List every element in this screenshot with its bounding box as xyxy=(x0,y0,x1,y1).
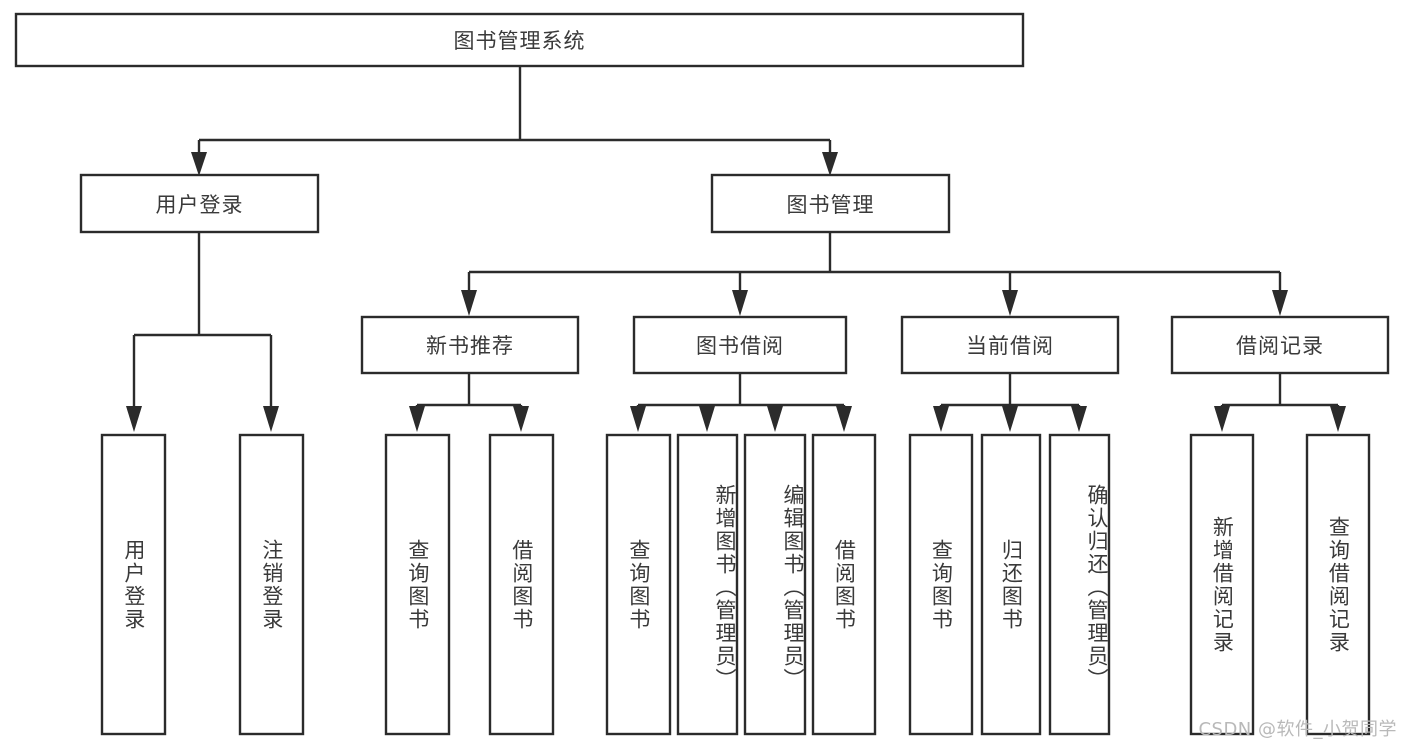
node-leaf-user-login[interactable] xyxy=(100,433,167,736)
node-book-management[interactable] xyxy=(710,173,951,234)
arrowhead-borrow-c2 xyxy=(699,406,715,432)
arrowhead-userlogin-child1 xyxy=(126,406,142,432)
arrowhead-record-c1 xyxy=(1214,406,1230,432)
arrowhead-userlogin xyxy=(191,152,207,176)
node-leaf-query-borrow-record[interactable] xyxy=(1305,433,1371,736)
node-leaf-add-book-admin[interactable] xyxy=(676,433,739,736)
node-leaf-return-book[interactable] xyxy=(980,433,1042,736)
arrowhead-userlogin-child2 xyxy=(263,406,279,432)
node-root[interactable] xyxy=(14,12,1025,68)
arrowhead-current-c1 xyxy=(933,406,949,432)
arrowhead-borrow xyxy=(732,290,748,316)
arrowhead-current xyxy=(1002,290,1018,316)
arrowhead-bookmgmt xyxy=(822,152,838,176)
arrowhead-current-c2 xyxy=(1002,406,1018,432)
node-leaf-borrow-book-1[interactable] xyxy=(488,433,555,736)
node-leaf-borrow-book-2[interactable] xyxy=(811,433,877,736)
node-leaf-query-book-2[interactable] xyxy=(605,433,672,736)
arrowhead-record-c2 xyxy=(1330,406,1346,432)
node-new-book-recommend[interactable] xyxy=(360,315,580,375)
arrowhead-newbook xyxy=(461,290,477,316)
node-current-borrow[interactable] xyxy=(900,315,1120,375)
arrowhead-newbook-c2 xyxy=(513,406,529,432)
node-book-borrow[interactable] xyxy=(632,315,848,375)
node-leaf-query-book-1[interactable] xyxy=(384,433,451,736)
node-leaf-confirm-return-admin[interactable] xyxy=(1048,433,1111,736)
arrowhead-borrow-c1 xyxy=(630,406,646,432)
node-box-layer xyxy=(14,12,1390,736)
node-borrow-record[interactable] xyxy=(1170,315,1390,375)
node-user-login[interactable] xyxy=(79,173,320,234)
arrowhead-record xyxy=(1272,290,1288,316)
arrowhead-borrow-c3 xyxy=(767,406,783,432)
watermark-text: CSDN @软件_小贺同学 xyxy=(1198,719,1397,740)
arrowhead-current-c3 xyxy=(1071,406,1087,432)
arrowhead-borrow-c4 xyxy=(836,406,852,432)
node-leaf-user-logout[interactable] xyxy=(238,433,305,736)
node-leaf-edit-book-admin[interactable] xyxy=(743,433,807,736)
node-leaf-add-borrow-record[interactable] xyxy=(1189,433,1255,736)
node-leaf-query-book-3[interactable] xyxy=(908,433,974,736)
connector-layer xyxy=(126,66,1346,432)
arrowhead-newbook-c1 xyxy=(409,406,425,432)
